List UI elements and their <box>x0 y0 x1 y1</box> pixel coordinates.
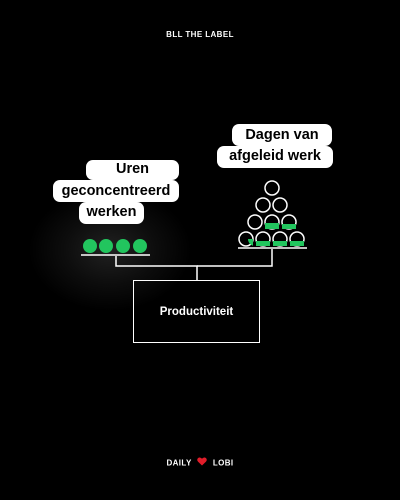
right-label-line-2: afgeleid werk <box>217 146 333 168</box>
left-label-line-3: werken <box>79 202 144 224</box>
full-green-circle-icon <box>99 239 113 253</box>
right-circle-group <box>238 180 305 247</box>
half-filled-circle-icon <box>247 214 263 230</box>
half-filled-circle-icon <box>255 197 271 213</box>
half-filled-circle-icon <box>272 197 288 213</box>
left-label-line-1: Uren <box>86 160 179 180</box>
left-connector <box>115 256 198 280</box>
right-label-line-1: Dagen van <box>232 124 332 146</box>
productivity-label: Productiviteit <box>159 305 234 318</box>
full-green-circle-icon <box>116 239 130 253</box>
full-green-circle-icon <box>83 239 97 253</box>
right-connector <box>197 249 273 267</box>
brand-title: BLL THE LABEL <box>166 30 234 39</box>
footer-brand-right: LOBI <box>212 458 234 468</box>
full-green-circle-icon <box>133 239 147 253</box>
footer-brand-left: DAILY <box>166 458 192 468</box>
heart-icon <box>197 457 207 468</box>
left-circle-group <box>83 239 147 253</box>
footer-brand: DAILY LOBI <box>0 457 400 469</box>
productivity-box: Productiviteit <box>133 280 260 343</box>
connector-lines <box>115 249 273 280</box>
left-label-line-2: geconcentreerd <box>53 180 179 202</box>
half-filled-circle-icon <box>264 180 280 196</box>
